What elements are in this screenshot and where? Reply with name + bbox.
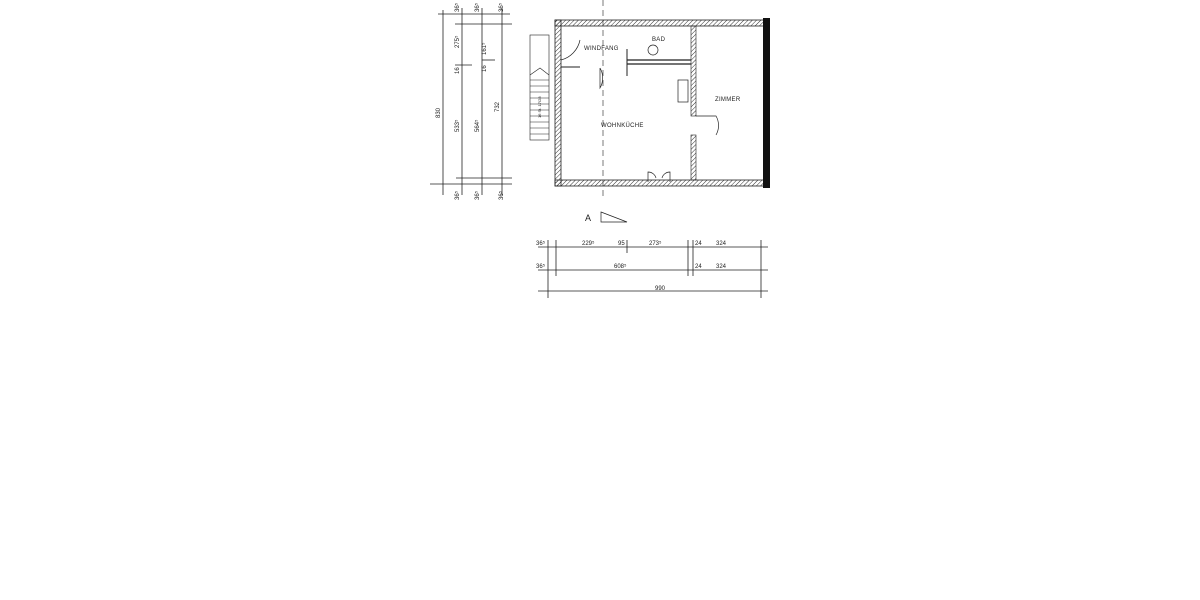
dim-bottom-1c: 95 xyxy=(618,241,625,247)
dim-bottom-2b: 608⁵ xyxy=(614,263,627,270)
room-label-wohnkueche: WOHNKÜCHE xyxy=(601,122,644,129)
dim-bottom-2c: 24 xyxy=(695,264,702,270)
dim-bottom-1f: 324 xyxy=(716,241,727,247)
staircase xyxy=(529,34,550,141)
dim-left-top-1: 36⁵ xyxy=(454,2,461,12)
bottom-dimension-labels: 36⁵ 229⁵ 95 273⁵ 24 324 36⁵ 608⁵ 24 324 … xyxy=(536,240,727,292)
dim-left-top-3: 36⁵ xyxy=(498,2,505,12)
dim-left-bottom-2: 36⁵ xyxy=(474,190,481,200)
dim-bottom-2a: 36⁵ xyxy=(536,263,546,270)
dim-left-top-2: 36⁵ xyxy=(474,2,481,12)
dim-bottom-2d: 324 xyxy=(716,264,727,270)
svg-text:A: A xyxy=(585,213,591,223)
dim-left-outer: 830 xyxy=(436,107,442,118)
dim-bottom-total: 990 xyxy=(655,286,666,292)
left-dimension-labels: 36⁵ 36⁵ 36⁵ 275⁵ 16 16 161⁵ 830 533⁵ 564… xyxy=(436,2,505,200)
room-label-bad: BAD xyxy=(652,37,666,43)
toilet-icon xyxy=(647,44,659,56)
room-label-windfang: WINDFANG xyxy=(584,46,619,52)
dim-left-mid-3: 16 xyxy=(482,65,488,72)
bottom-dimension-lines xyxy=(538,240,768,298)
dim-bottom-1d: 273⁵ xyxy=(649,240,662,247)
dim-left-bottom-1: 36⁵ xyxy=(454,190,461,200)
dim-left-mid-1: 275⁵ xyxy=(454,35,461,48)
dim-bottom-1b: 229⁵ xyxy=(582,240,595,247)
dim-bottom-1e: 24 xyxy=(695,241,702,247)
building xyxy=(529,0,770,200)
dim-left-long-1: 533⁵ xyxy=(454,119,461,132)
dim-left-mid-4: 161⁵ xyxy=(481,42,488,55)
left-dimension-lines xyxy=(430,8,512,195)
dim-left-bottom-3: 36⁵ xyxy=(498,190,505,200)
dim-left-long-2: 564⁵ xyxy=(474,119,481,132)
dim-left-mid-2: 16 xyxy=(455,67,461,74)
stove-icon xyxy=(677,79,689,103)
dim-bottom-1a: 36⁵ xyxy=(536,240,546,247)
dim-left-long-3: 732 xyxy=(495,101,501,112)
right-wall xyxy=(763,18,770,188)
stair-label: 16 St. 17/28 xyxy=(537,96,542,118)
room-label-zimmer: ZIMMER xyxy=(715,97,741,103)
section-marker: A xyxy=(585,211,628,223)
